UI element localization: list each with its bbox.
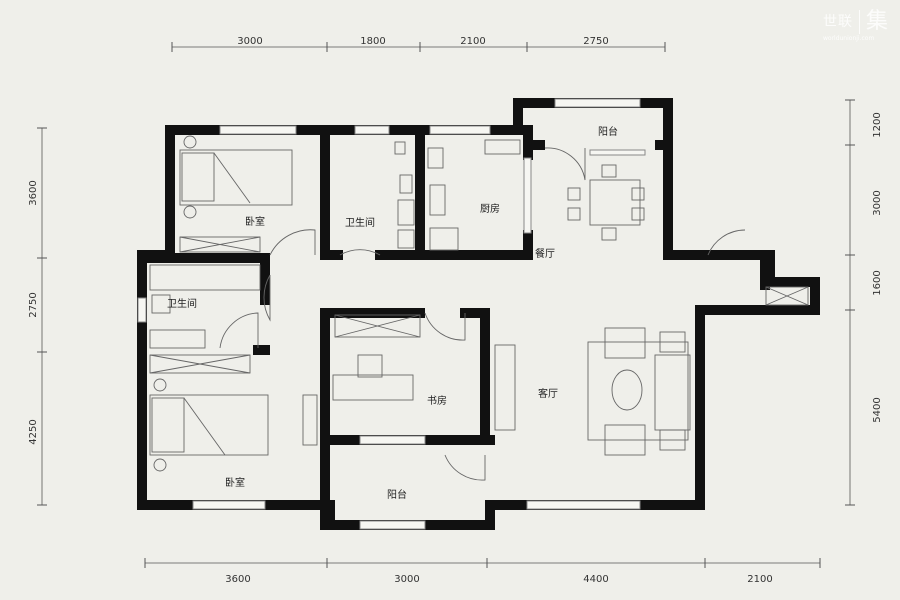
dining-table <box>589 179 641 226</box>
label-bathroom-north: 卫生间 <box>345 216 375 229</box>
dim-right-3: 1600 <box>872 270 883 295</box>
dim-top-2: 1800 <box>360 36 385 47</box>
stove <box>429 184 446 216</box>
dim-top-4: 2750 <box>583 36 608 47</box>
walls <box>137 98 820 530</box>
furniture <box>149 135 809 472</box>
label-bathroom-west: 卫生间 <box>167 297 197 310</box>
coffee-table <box>611 369 643 411</box>
watermark-brand: 世联 <box>822 14 853 30</box>
label-kitchen: 厨房 <box>480 202 500 215</box>
dim-right-1: 1200 <box>872 112 883 137</box>
label-balcony-north: 阳台 <box>598 125 618 138</box>
dim-bottom-2: 3000 <box>394 574 419 585</box>
bed-south <box>149 394 269 456</box>
watermark-row: 世联集 <box>823 10 888 34</box>
watermark-site: worldunionji.com <box>822 35 875 42</box>
bathtub <box>149 264 261 291</box>
watermark-mark: 集 <box>858 10 888 34</box>
label-bedroom-north: 卧室 <box>245 215 265 228</box>
tv-cabinet <box>494 344 516 431</box>
dimension-labels: 3000 1800 2100 2750 3600 3000 4400 2100 … <box>28 36 883 585</box>
dim-left-3: 4250 <box>28 419 39 444</box>
rug <box>587 341 689 441</box>
windows <box>137 98 646 530</box>
sofa <box>654 354 691 431</box>
label-study: 书房 <box>427 394 447 407</box>
dim-right-4: 5400 <box>872 397 883 422</box>
watermark: 世联集 worldunionji.com <box>823 10 888 43</box>
desk <box>332 374 414 401</box>
label-bedroom-south: 卧室 <box>225 476 245 489</box>
room-labels: 卧室 卫生间 厨房 阳台 餐厅 卫生间 书房 客厅 卧室 阳台 <box>167 125 618 501</box>
dim-right-2: 3000 <box>872 190 883 215</box>
label-living: 客厅 <box>538 387 558 400</box>
dim-left-1: 3600 <box>28 180 39 205</box>
dim-bottom-1: 3600 <box>225 574 250 585</box>
doors <box>219 147 746 481</box>
label-balcony-south: 阳台 <box>387 488 407 501</box>
dim-top-1: 3000 <box>237 36 262 47</box>
dim-bottom-3: 4400 <box>583 574 608 585</box>
toilet <box>399 174 413 194</box>
dim-bottom-4: 2100 <box>747 574 772 585</box>
dimension-lines <box>37 42 855 568</box>
sink <box>394 141 406 155</box>
bed-north <box>179 149 293 206</box>
dim-left-2: 2750 <box>28 292 39 317</box>
label-dining: 餐厅 <box>535 247 555 260</box>
dim-top-3: 2100 <box>460 36 485 47</box>
